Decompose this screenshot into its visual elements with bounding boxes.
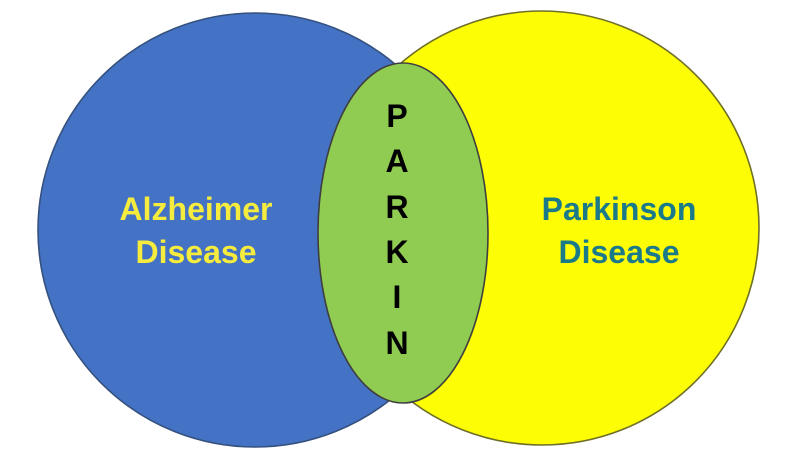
- alzheimer-label-line1: Alzheimer: [120, 191, 273, 227]
- overlap-letter-p: P: [386, 98, 407, 134]
- overlap-ellipse: [317, 62, 489, 404]
- overlap-letter-n: N: [385, 325, 408, 361]
- overlap-letter-i: I: [393, 279, 402, 315]
- overlap-letter-r: R: [385, 189, 408, 225]
- parkinson-label-line1: Parkinson: [542, 191, 697, 227]
- alzheimer-label-line2: Disease: [136, 234, 257, 270]
- overlap-letter-a: A: [385, 143, 408, 179]
- overlap-letter-k: K: [385, 234, 408, 270]
- parkinson-label-line2: Disease: [559, 234, 680, 270]
